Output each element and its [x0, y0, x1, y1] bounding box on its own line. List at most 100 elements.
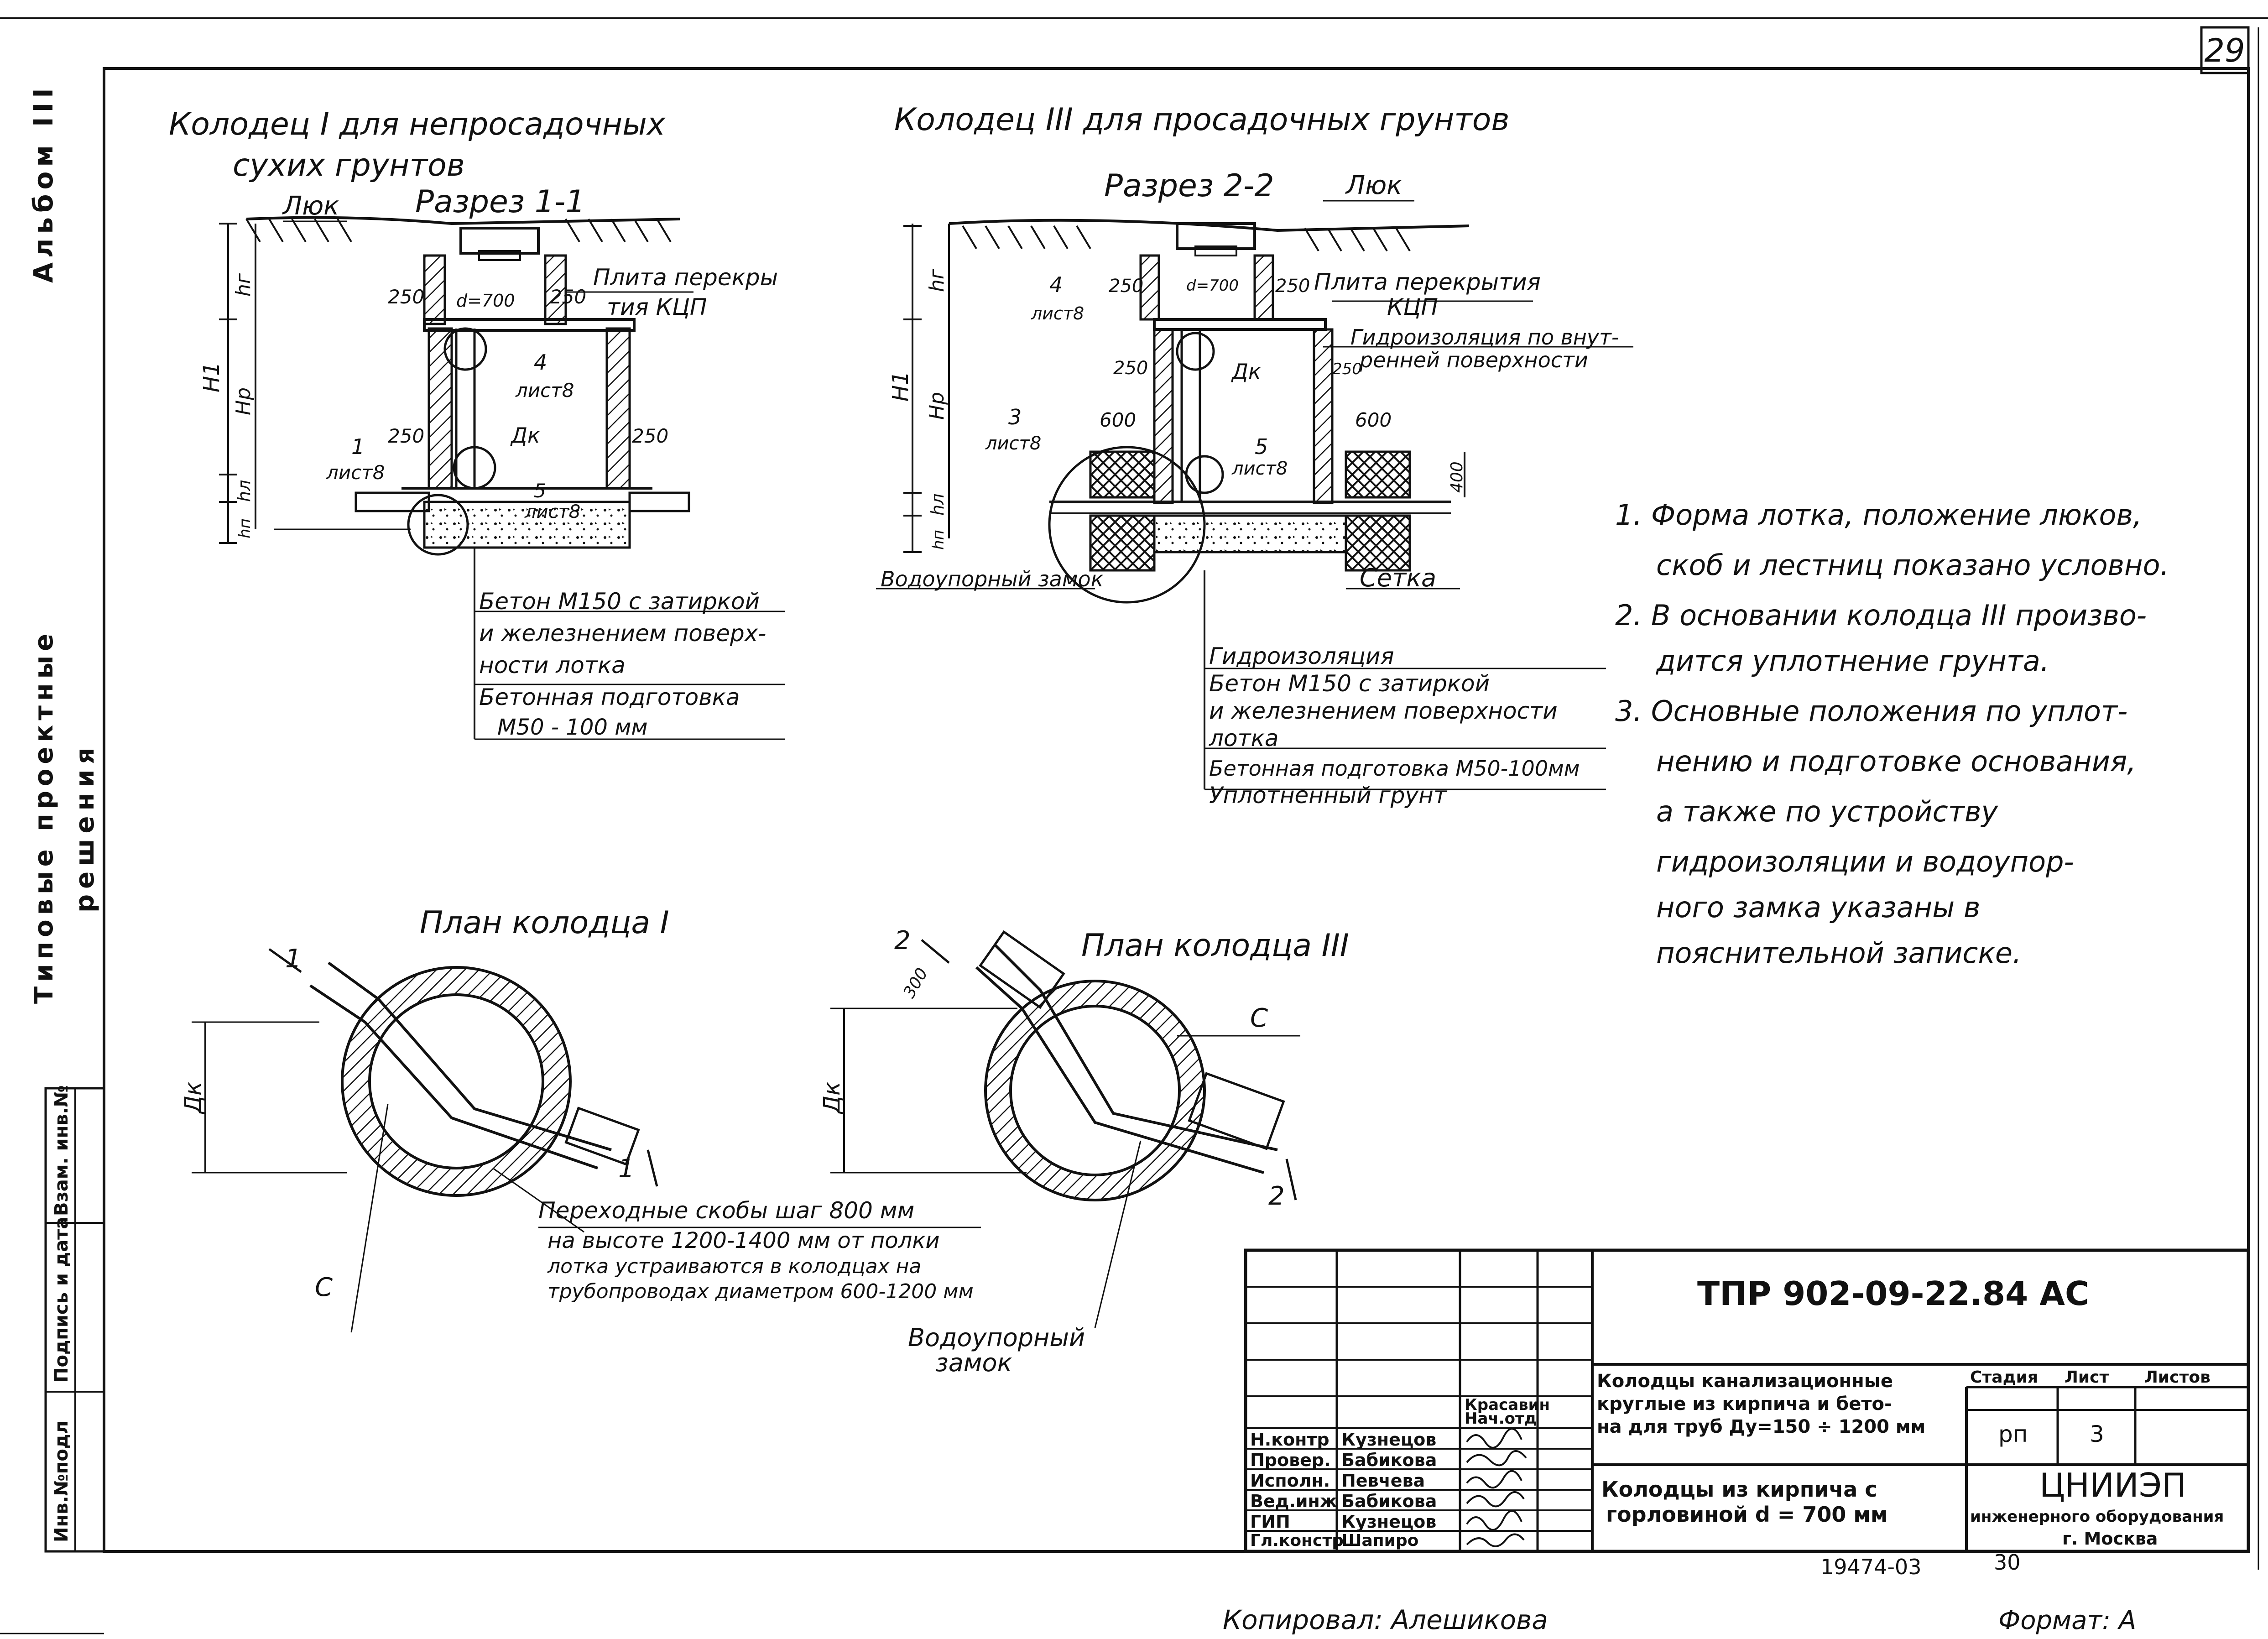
side-series-label-2: решения [70, 742, 100, 913]
well-3-note-4: Бетонная подготовка М50-100мм [1209, 756, 1580, 781]
role-2: Исполн. [1250, 1471, 1330, 1491]
format-label: Формат: А [1998, 1606, 2136, 1635]
well-1-dim-250-b: 250 [550, 286, 586, 308]
role-5: Гл.констр [1250, 1531, 1344, 1550]
well-3-sheet8-c: лист8 [1231, 458, 1288, 479]
name-2: Певчева [1341, 1471, 1425, 1491]
plan-3 [830, 930, 1300, 1328]
well-1-dim-250-a: 250 [388, 286, 424, 308]
well-3-note-5: Уплотненный грунт [1209, 782, 1448, 809]
well-1-dim-hl: hл [234, 480, 254, 502]
well-1-slab-label-2: тия КЦП [607, 294, 707, 320]
well-3-dim-600-b: 600 [1355, 409, 1392, 431]
desc-2: круглые из кирпича и бето- [1597, 1394, 1892, 1415]
well-3-dim-250-a: 250 [1109, 276, 1143, 297]
plan-3-title: План колодца III [1081, 928, 1349, 964]
well-1-sheet8-b: лист8 [326, 461, 385, 484]
general-note-line-4: 3. Основные положения по уплот- [1615, 694, 2127, 728]
well-1-dim-250-d: 250 [632, 425, 668, 447]
well-1-ref-5: 5 [534, 480, 546, 502]
sheets-header: Листов [2144, 1368, 2211, 1387]
org-2: инженерного оборудования [1970, 1508, 2224, 1526]
well-3-ref-5: 5 [1255, 434, 1268, 459]
role-3: Вед.инж [1250, 1491, 1337, 1511]
well-3-note-2: и железнением поверхности [1209, 698, 1558, 724]
title-block [1244, 1248, 2250, 1553]
well-3-section [876, 200, 1633, 790]
well-3-dim-250-c: 250 [1113, 358, 1148, 379]
plan-3-cut-bottom: 2 [1268, 1181, 1285, 1211]
general-note-line-9: пояснительной записке. [1656, 936, 2022, 970]
well-1-note-4: М50 - 100 мм [497, 715, 648, 740]
well-3-dim-hp2: hп [929, 530, 948, 550]
general-note-line-3: дится уплотнение грунта. [1656, 644, 2049, 678]
well-1-dim-H1: H1 [199, 362, 224, 392]
side-col-sign: Подпись и дата [51, 1217, 72, 1383]
plan-3-cut-top: 2 [894, 926, 911, 955]
general-note-line-0: 1. Форма лотка, положение люков, [1615, 498, 2142, 532]
plan-1-cut-top: 1 [285, 944, 302, 974]
well-3-slab-label-1: Плита перекрытия [1314, 269, 1541, 295]
well-3-dim-250-b: 250 [1275, 276, 1310, 297]
well-3-dk: Дк [1231, 359, 1261, 384]
well-1-sheet8-a: лист8 [515, 379, 574, 402]
name-0: Кузнецов [1341, 1430, 1436, 1450]
bracket-note-2: лотка устраиваются в колодцах на [547, 1255, 921, 1278]
side-col-repl: Взам. инв.№ [51, 1085, 72, 1216]
page-number: 29 [2204, 32, 2245, 69]
subtitle-1: Колодцы из кирпича с [1601, 1477, 1877, 1502]
plan-3-dk: Дк [819, 1082, 845, 1114]
well-1-note-3: Бетонная подготовка [479, 684, 740, 710]
well-1-section [219, 216, 785, 740]
subtitle-2: горловиной d = 700 мм [1606, 1502, 1888, 1527]
well-3-dim-250-d: 250 [1332, 360, 1362, 378]
plan-1-cut-bottom: 1 [618, 1154, 635, 1184]
well-3-note-3: лотка [1209, 725, 1279, 752]
well-1-dim-hg: hг [232, 273, 255, 297]
well-3-mesh: Сетка [1360, 564, 1436, 592]
well-3-dim-hl: hл [928, 494, 948, 516]
name-4: Кузнецов [1341, 1512, 1436, 1532]
general-note-line-5: нению и подготовке основания, [1656, 745, 2136, 778]
plan-1-dk: Дк [180, 1082, 206, 1114]
sheet-value: 3 [2090, 1421, 2104, 1447]
well-3-sheet8-b: лист8 [985, 433, 1041, 454]
well-3-title: Колодец III для просадочных грунтов [894, 102, 1509, 138]
well-3-dim-600-a: 600 [1100, 409, 1136, 431]
well-3-dim-hg: hг [925, 268, 949, 292]
well-3-sheet8-a: лист8 [1031, 303, 1084, 324]
stage-value: рп [1998, 1421, 2028, 1447]
well-3-hydro-1: Гидроизоляция по внут- [1350, 325, 1619, 350]
plan-3-dim-300: 300 [900, 965, 932, 1001]
well-3-dim-hp: Hр [925, 392, 949, 420]
sheet-frame [0, 17, 2268, 1634]
well-1-luk-label: Люк [282, 191, 339, 221]
well-3-section-title: Разрез 2-2 [1104, 168, 1274, 204]
well-3-dim-400: 400 [1448, 461, 1466, 493]
general-note-line-1: скоб и лестниц показано условно. [1656, 548, 2169, 582]
well-3-ref-3: 3 [1008, 405, 1022, 429]
well-1-sheet8-c: лист8 [524, 501, 580, 522]
well-1-section-title: Разрез 1-1 [415, 184, 585, 220]
general-note-line-2: 2. В основании колодца III произво- [1615, 599, 2147, 632]
bracket-note-0: Переходные скобы шаг 800 мм [538, 1197, 914, 1224]
water-lock-plan-1: Водоупорный [908, 1323, 1085, 1352]
water-lock-plan-2: замок [935, 1348, 1012, 1377]
well-1-d-label: d=700 [456, 291, 515, 311]
bottom-number: 30 [1994, 1550, 2021, 1575]
well-3-luk-label: Люк [1345, 171, 1402, 200]
copied-by: Копировал: Алешикова [1223, 1604, 1548, 1635]
well-3-note-0: Гидроизоляция [1209, 643, 1394, 669]
name-6: Красавин [1465, 1396, 1550, 1414]
org-3: г. Москва [2062, 1529, 2158, 1549]
well-3-note-1: Бетон М150 с затиркой [1209, 670, 1490, 697]
well-3-ref-4: 4 [1049, 272, 1063, 297]
role-1: Провер. [1250, 1450, 1331, 1470]
well-3-dim-H1: H1 [888, 371, 913, 402]
side-col-inv: Инв.№подл [51, 1421, 72, 1542]
well-3-hydro-2: ренней поверхности [1359, 348, 1588, 372]
well-1-ref-4: 4 [534, 350, 547, 375]
desc-3: на для труб Ду=150 ÷ 1200 мм [1597, 1416, 1925, 1437]
well-1-slab-label-1: Плита перекры [593, 264, 778, 291]
